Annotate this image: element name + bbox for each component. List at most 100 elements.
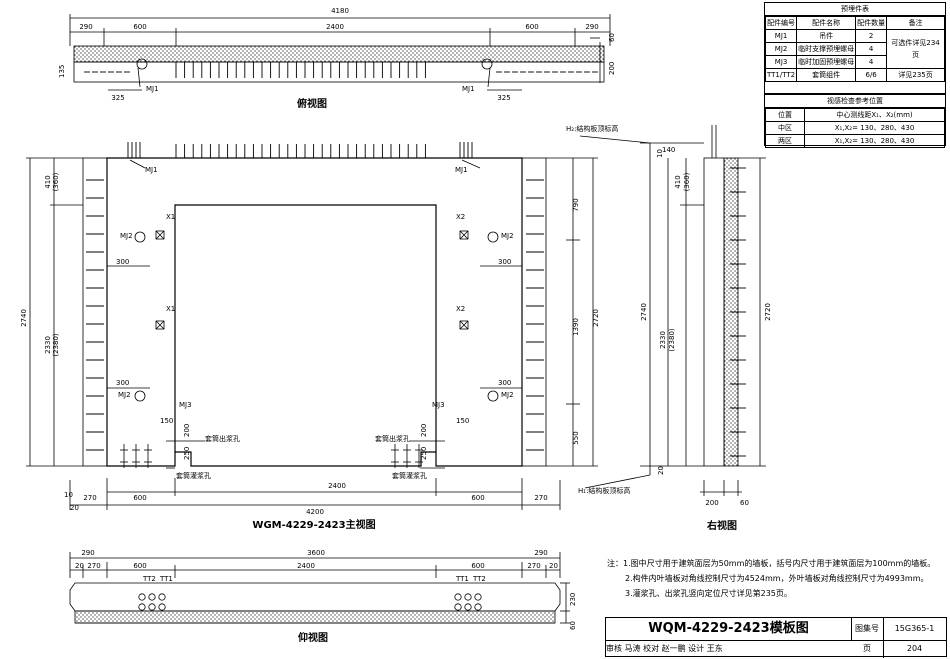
sleeve-circle — [474, 603, 482, 611]
cell: TT1/TT2 — [764, 68, 798, 82]
tag-mj2-3: MJ2 — [501, 232, 514, 240]
embed-table-title: 预埋件表 — [765, 3, 945, 16]
front-small-dim-2: 20 — [70, 504, 79, 512]
bottom-tag-tt2-left: TT2 — [142, 575, 156, 583]
sleeve-circle — [138, 593, 146, 601]
top-dim-3: 2400 — [326, 23, 344, 31]
front-dim-1: 270 — [83, 494, 96, 502]
bottom-view — [69, 552, 570, 624]
sleeve-circle — [158, 593, 166, 601]
front-left-dim-360: (360) — [52, 172, 60, 191]
label-150-left: 150 — [160, 417, 173, 425]
cell: 4 — [855, 42, 888, 56]
front-dim-2: 600 — [133, 494, 146, 502]
front-left-dim-2740: 2740 — [20, 309, 28, 327]
top-view — [69, 14, 611, 91]
right-dim-10: 10 — [656, 149, 664, 158]
sleeve-circle — [464, 593, 472, 601]
bottom-dim-2400: 2400 — [297, 562, 315, 570]
sleeve-circle — [464, 603, 472, 611]
cell: 2 — [855, 29, 888, 43]
note-1: 1.图中尺寸用于建筑面层为50mm的墙板，括号内尺寸用于建筑面层为100mm的墙… — [623, 559, 936, 568]
right-bottom-label: H₁:结构板顶标高 — [578, 486, 630, 495]
top-dim-1: 290 — [79, 23, 92, 31]
general-notes: 注：1.图中尺寸用于建筑面层为50mm的墙板，括号内尺寸用于建筑面层为100mm… — [607, 556, 947, 601]
front-view — [26, 142, 746, 510]
label-300-3: 300 — [498, 258, 511, 266]
cell: 临时加固预埋螺母 — [796, 55, 857, 69]
tag-mj2-2: MJ2 — [118, 391, 131, 399]
bottom-dim-20-left: 20 — [75, 562, 84, 570]
page-label: 页 — [851, 640, 884, 658]
note-inlet-left: 套筒灌浆孔 — [176, 471, 211, 480]
cell: 套筒组件 — [796, 68, 857, 82]
bottom-tag-tt1-left: TT1 — [159, 575, 173, 583]
check-position-table: 视感检查参考位置 位置 中心测线距X₁、X₂(mm) 中区 X₁,X₂= 130… — [764, 94, 946, 148]
page-number: 204 — [906, 644, 923, 653]
table-row: TT1/TT2 套筒组件 6/6 详见235页 — [764, 68, 945, 82]
top-view-title: 俯视图 — [297, 97, 327, 110]
right-view-title: 右视图 — [706, 519, 737, 532]
right-dim-410: 410 — [674, 175, 682, 188]
front-right-dim-790: 790 — [572, 198, 580, 211]
right-dim-2740: 2740 — [640, 303, 648, 321]
front-right-dim-2720: 2720 — [592, 309, 600, 327]
tag-x2-mid-right: X2 — [456, 305, 465, 313]
bottom-tag-tt2-right: TT2 — [472, 575, 486, 583]
top-mark-right: 325 — [497, 94, 510, 102]
sleeve-circle — [474, 593, 482, 601]
cell: 中区 — [765, 121, 805, 135]
front-right-dim-550: 550 — [572, 431, 580, 444]
bottom-dim-600-left: 600 — [133, 562, 146, 570]
right-dim-140: 140 — [662, 146, 675, 154]
tag-mj3-right: MJ3 — [432, 401, 445, 409]
cell: MJ1 — [764, 29, 798, 43]
label-300-2: 300 — [116, 379, 129, 387]
bottom-dim-290-right: 290 — [534, 549, 547, 557]
table-row: MJ2 临时支撑预埋螺母 4 — [764, 42, 945, 56]
note-outlet-right: 套筒出浆孔 — [375, 434, 410, 443]
front-left-dim-2330: 2330 — [44, 336, 52, 354]
label-200-right: 200 — [420, 424, 428, 437]
cell: 两区 — [765, 134, 805, 148]
label-250-left: 250 — [183, 447, 191, 460]
bottom-dim-20-right: 20 — [549, 562, 558, 570]
right-dim-2720: 2720 — [764, 303, 772, 321]
top-left-dim: 135 — [58, 65, 66, 78]
right-top-label: H₂:结构板顶标高 — [566, 124, 618, 133]
front-dim-5: 270 — [534, 494, 547, 502]
front-small-dim-1: 10 — [64, 491, 73, 499]
embed-parts-table: 预埋件表 配件编号 配件名称 配件数量 备注 MJ1 吊件 2 可选件详见234… — [764, 2, 946, 94]
notes-prefix: 注： — [607, 559, 623, 568]
top-tag-mj1-right: MJ1 — [462, 85, 475, 93]
cell: 吊件 — [796, 29, 857, 43]
front-left-dim-2380: (2380) — [52, 333, 60, 357]
front-left-dim-410: 410 — [44, 175, 52, 188]
atlas-label: 图集号 — [851, 618, 884, 641]
bottom-dim-290-left: 290 — [81, 549, 94, 557]
cell: X₁,X₂= 130、280、430 — [804, 121, 945, 135]
signature-row: 审核 马涛 校对 赵一鹏 设计 王东 — [606, 644, 723, 653]
bottom-dim-600-right: 600 — [471, 562, 484, 570]
table-row: 中区 X₁,X₂= 130、280、430 — [765, 121, 945, 135]
drawing-title: WQM-4229-2423模板图 — [606, 618, 852, 641]
note-outlet-left: 套筒出浆孔 — [205, 434, 240, 443]
note-inlet-right: 套筒灌浆孔 — [392, 471, 427, 480]
bottom-dim-3600: 3600 — [307, 549, 325, 557]
label-200-left: 200 — [183, 424, 191, 437]
cell: MJ3 — [764, 55, 798, 69]
top-right-dim-1: 60 — [608, 33, 616, 42]
tag-x1-mid-left: X1 — [166, 305, 175, 313]
cell: 4 — [855, 55, 888, 69]
embed-header-qty: 配件数量 — [855, 16, 888, 30]
sleeve-circle — [454, 593, 462, 601]
table-row: MJ1 吊件 2 可选件详见234页 — [764, 29, 945, 69]
title-block: WQM-4229-2423模板图 图集号 15G365-1 审核 马涛 校对 赵… — [605, 617, 947, 658]
top-dim-4: 600 — [525, 23, 538, 31]
front-view-title: WGM-4229-2423主视图 — [252, 518, 375, 531]
tag-mj1-right: MJ1 — [455, 166, 468, 174]
right-bottom-dim-200: 200 — [705, 499, 718, 507]
embed-remark-optional: 可选件详见234页 — [886, 29, 945, 69]
tag-x1-upper-left: X1 — [166, 213, 175, 221]
tag-mj3-left: MJ3 — [179, 401, 192, 409]
